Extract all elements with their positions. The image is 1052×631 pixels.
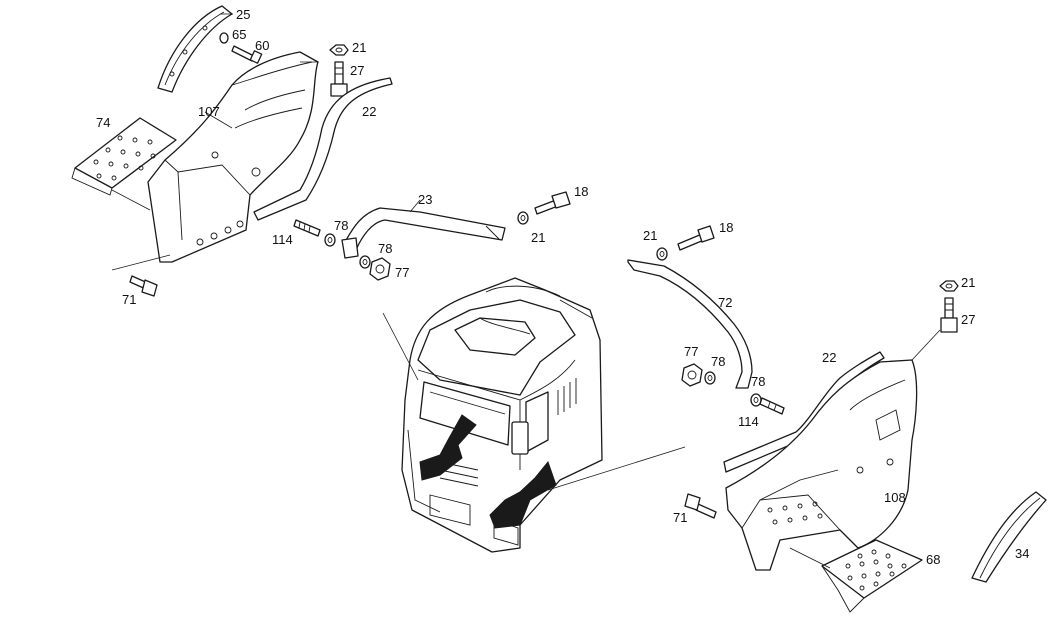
- label-78d: 78: [751, 374, 765, 389]
- part-107-left-step-housing: [147, 51, 319, 263]
- part-71-bolt-right: [684, 493, 717, 519]
- part-72-right-support-strap: [627, 259, 753, 389]
- part-34-right-mudguard-strip: [971, 491, 1047, 583]
- part-77-nut-right: [681, 363, 703, 387]
- label-78b: 78: [378, 241, 392, 256]
- callout-arrow-right: [489, 460, 557, 529]
- label-22b: 22: [822, 350, 836, 365]
- part-114-bolt-left: [293, 219, 321, 237]
- label-78c: 78: [711, 354, 725, 369]
- part-68-right-step-plate: [789, 539, 923, 613]
- label-18b: 18: [719, 220, 733, 235]
- part-77-nut-left: [369, 257, 391, 281]
- label-71b: 71: [673, 510, 687, 525]
- label-22a: 22: [362, 104, 376, 119]
- part-78-washer-left-a: [324, 233, 336, 247]
- label-77b: 77: [684, 344, 698, 359]
- label-114a: 114: [272, 232, 293, 247]
- label-60: 60: [255, 38, 269, 53]
- label-72: 72: [718, 295, 732, 310]
- part-74-left-step-plate: [71, 117, 177, 211]
- part-114-bolt-right: [759, 397, 785, 415]
- label-107: 107: [198, 104, 220, 119]
- label-108: 108: [884, 490, 906, 505]
- label-77a: 77: [395, 265, 409, 280]
- label-114b: 114: [738, 414, 759, 429]
- label-34: 34: [1015, 546, 1029, 561]
- part-71-bolt-left: [111, 254, 171, 297]
- label-25: 25: [236, 7, 250, 22]
- part-27-bolt-left: [330, 61, 348, 97]
- label-68: 68: [926, 552, 940, 567]
- part-78-washer-left-b: [359, 255, 371, 269]
- label-18a: 18: [574, 184, 588, 199]
- label-21b: 21: [531, 230, 545, 245]
- part-21-nut-left: [329, 44, 349, 56]
- leader-lines: [382, 312, 686, 491]
- part-21-washer-left: [517, 211, 529, 225]
- part-18-bolt-left: [534, 191, 571, 215]
- label-27b: 27: [961, 312, 975, 327]
- label-78a: 78: [334, 218, 348, 233]
- callout-arrow-left: [419, 414, 477, 481]
- callout-labels: 25 65 60 21 27 22 107 74 23 18 21 114 78…: [96, 7, 1029, 567]
- part-22-left-support-strap: [253, 77, 393, 221]
- label-21d: 21: [961, 275, 975, 290]
- label-leaders: [204, 13, 421, 213]
- part-23-left-bracket: [341, 207, 506, 259]
- label-65: 65: [232, 27, 246, 42]
- part-21-nut-right: [939, 280, 959, 292]
- label-74: 74: [96, 115, 110, 130]
- part-18-bolt-right: [677, 225, 715, 251]
- label-27a: 27: [350, 63, 364, 78]
- part-65-washer: [219, 32, 229, 44]
- label-21a: 21: [352, 40, 366, 55]
- label-23: 23: [418, 192, 432, 207]
- part-21-washer-right: [656, 247, 668, 261]
- label-71a: 71: [122, 292, 136, 307]
- part-78-washer-right-a: [704, 371, 716, 385]
- part-60-bolt: [231, 45, 263, 64]
- label-21c: 21: [643, 228, 657, 243]
- part-27-bolt-right: [940, 297, 958, 333]
- part-25-mudguard-strip: [157, 5, 233, 93]
